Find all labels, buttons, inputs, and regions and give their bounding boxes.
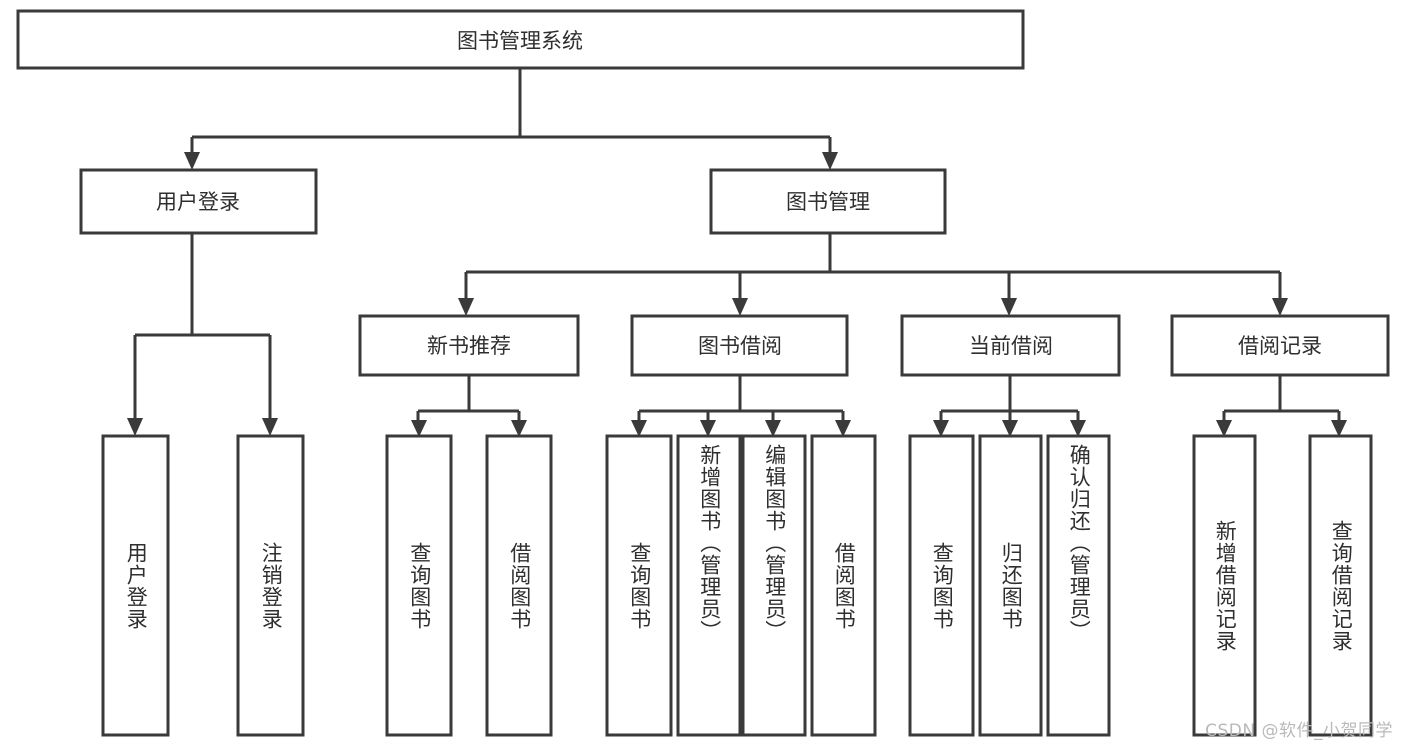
leaf-boxes bbox=[101, 434, 1373, 737]
leaf-box-user-logout[interactable] bbox=[236, 434, 305, 737]
connectors-borrowrecord-to-leaves bbox=[1222, 375, 1341, 420]
arrow-to-leaf-edit-book bbox=[765, 420, 781, 437]
arrow-to-leaf-add-book bbox=[700, 420, 716, 437]
connectors-bookborrow-to-leaves bbox=[637, 375, 845, 420]
arrow-to-new-book-rec bbox=[458, 298, 474, 316]
arrow-to-leaf-user-login bbox=[127, 418, 143, 436]
arrow-to-leaf-query-record bbox=[1331, 420, 1347, 437]
arrow-to-leaf-return-book bbox=[1002, 420, 1018, 437]
leaf-box-borrow-book-1[interactable] bbox=[485, 434, 553, 737]
node-user-login-label: 用户登录 bbox=[156, 190, 240, 214]
node-book-borrow[interactable]: 图书借阅 bbox=[630, 314, 849, 377]
leaf-box-edit-book[interactable] bbox=[741, 434, 807, 737]
arrow-to-book-borrow bbox=[732, 298, 748, 316]
node-current-borrow[interactable]: 当前借阅 bbox=[900, 314, 1121, 377]
node-book-borrow-label: 图书借阅 bbox=[698, 334, 782, 358]
leaf-box-query-book-1[interactable] bbox=[385, 434, 453, 737]
arrow-to-leaf-borrow-book-2 bbox=[835, 420, 851, 437]
leaf-box-add-record[interactable] bbox=[1192, 434, 1257, 737]
leaf-box-query-book-2[interactable] bbox=[605, 434, 673, 737]
connectors-newbookrec-to-leaves bbox=[416, 375, 521, 420]
arrow-to-leaf-query-book-1 bbox=[411, 420, 427, 437]
node-new-book-rec-label: 新书推荐 bbox=[427, 334, 511, 358]
leaf-box-query-book-3[interactable] bbox=[908, 434, 975, 737]
arrow-to-book-manage bbox=[822, 152, 838, 170]
node-book-manage-label: 图书管理 bbox=[786, 190, 870, 214]
node-current-borrow-label: 当前借阅 bbox=[969, 334, 1053, 358]
node-root-label: 图书管理系统 bbox=[457, 29, 583, 53]
arrow-to-leaf-borrow-book-1 bbox=[511, 420, 527, 437]
leaf-box-user-login[interactable] bbox=[101, 434, 170, 737]
leaf-box-query-record[interactable] bbox=[1308, 434, 1373, 737]
connectors-root-to-level2 bbox=[190, 68, 832, 152]
node-user-login[interactable]: 用户登录 bbox=[79, 168, 318, 235]
node-borrow-record-label: 借阅记录 bbox=[1238, 334, 1322, 358]
connectors-level2-bookmanage-to-level3 bbox=[464, 233, 1282, 298]
arrow-to-current-borrow bbox=[1001, 298, 1017, 316]
arrow-to-leaf-user-logout bbox=[262, 418, 278, 436]
arrow-to-leaf-query-book-3 bbox=[933, 420, 949, 437]
node-book-manage[interactable]: 图书管理 bbox=[709, 168, 947, 235]
csdn-watermark: CSDN @软件_小贺同学 bbox=[1205, 721, 1393, 741]
arrow-to-user-login bbox=[184, 152, 200, 170]
arrow-heads bbox=[127, 152, 1347, 437]
leaf-box-return-book[interactable] bbox=[978, 434, 1043, 737]
leaf-box-borrow-book-2[interactable] bbox=[810, 434, 877, 737]
arrow-to-borrow-record bbox=[1272, 298, 1288, 316]
node-root[interactable]: 图书管理系统 bbox=[16, 9, 1025, 70]
node-borrow-record[interactable]: 借阅记录 bbox=[1170, 314, 1390, 377]
leaf-box-add-book[interactable] bbox=[676, 434, 742, 737]
arrow-to-leaf-confirm-return bbox=[1070, 420, 1086, 437]
arrow-to-leaf-add-record bbox=[1216, 420, 1232, 437]
connectors-currentborrow-to-leaves bbox=[939, 375, 1080, 420]
arrow-to-leaf-query-book-2 bbox=[631, 420, 647, 437]
connectors-level2-userlogin-to-leaves bbox=[133, 233, 272, 418]
leaf-box-confirm-return[interactable] bbox=[1046, 434, 1111, 737]
node-new-book-rec[interactable]: 新书推荐 bbox=[358, 314, 580, 377]
